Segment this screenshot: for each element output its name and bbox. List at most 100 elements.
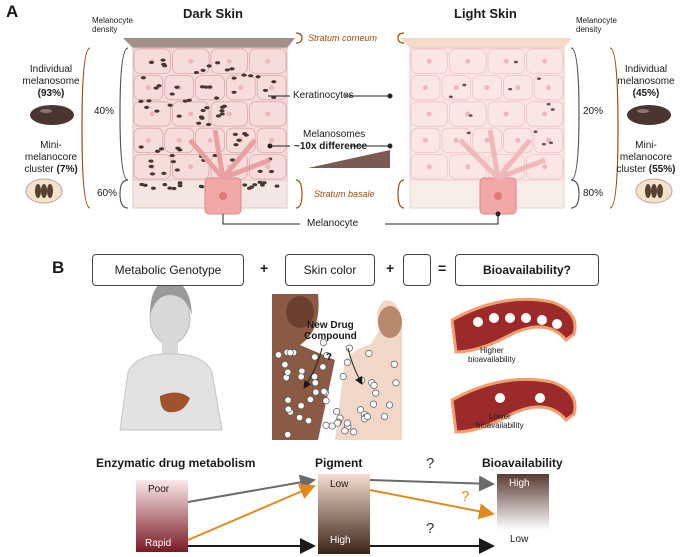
melanosome-dot [156,84,162,88]
keratinocyte-cell [133,127,164,153]
melanosome-dot [215,114,222,118]
drug-dot [319,363,327,371]
melanosome-dot [212,153,218,158]
cell-nucleus [515,85,521,91]
drug-dot [286,349,294,357]
drug-dot [356,406,365,414]
melanosome-icons [25,105,673,204]
melanosome-dot [154,149,161,153]
cell-nucleus [265,111,271,117]
melanosome-dot [177,181,183,185]
drug-dot [343,358,351,367]
plus-2: + [386,260,395,276]
higher-bio-label: Higher bioavailability [468,346,516,364]
cell-nucleus [422,137,428,143]
cell-nucleus [465,58,471,64]
right-individual-label: Individual melanosome (45%) [617,64,675,99]
dark-skin-title: Dark Skin [183,6,243,21]
corneum-bracket-left [295,32,303,44]
stratum-basale-label: Stratum basale [314,189,375,199]
melanosome-dot [169,153,175,158]
keratinocyte-cell [526,48,564,74]
drug-dot [284,368,292,376]
melanosome-dot [255,75,261,79]
melanosome-dot [198,184,204,188]
vessel-higher [450,297,577,354]
melanosome-dot [466,131,471,135]
cell-nucleus [426,111,432,117]
melanosome-dot [224,68,230,72]
drug-dot [296,414,304,422]
melanosome-dot [207,85,213,89]
melanosome-dot [158,147,165,151]
melanosome-dot [196,121,202,125]
light-upper-pct: 20% [583,106,604,117]
pigment-gradient [318,474,370,554]
poor-label: Poor [148,484,170,495]
keratinocyte-cell [172,101,210,127]
keratinocyte-cell [249,101,287,127]
keratinocyte-cell [195,127,225,153]
melanosome-dot [140,76,147,80]
drug-dot [322,397,330,405]
melanosomes-label: Melanosomes [303,129,366,140]
drug-dot [350,428,358,436]
drug-dot [322,421,330,429]
drug-dot [311,353,319,361]
skin-tone-people-illustration [272,294,402,440]
right-individual-melanosome-icon [627,105,671,125]
panel-b-letter: B [52,258,65,277]
rapid-label: Rapid [145,538,172,549]
bio-low-label: Low [510,534,529,545]
keratinocyte-cell [133,101,171,127]
melanosome-dot [213,96,220,100]
keratinocyte-cell [410,127,441,153]
keratinocyte-cell [449,101,487,127]
melanosome-dot [138,145,144,149]
melanosome-dot [513,60,518,64]
cell-nucleus [546,85,552,91]
light-skin-title: Light Skin [454,6,517,21]
enzymatic-title: Enzymatic drug metabolism [96,456,256,470]
keratinocyte-cell [172,48,210,74]
drug-dot [284,431,292,439]
melanosome-dot [193,70,200,75]
keratinocyte-cell [487,101,525,127]
cell-nucleus [265,164,271,170]
bioavailability-title: Bioavailability [482,456,563,470]
drug-dot [304,417,313,425]
melanosome-difference-label: ~10x difference [294,141,368,152]
drug-dot [306,395,314,404]
melanosome-dot [182,99,188,103]
drug-dot [320,387,328,396]
cell-nucleus [145,137,151,143]
melanosome-dot [170,160,177,164]
melanosome-dot [206,122,212,127]
melanosome-dot [171,186,177,191]
cell-nucleus [226,58,232,64]
dark-corneum-layer [123,38,295,48]
equals-sign: = [438,260,447,276]
melanosome-dot [252,183,258,187]
drug-dot [363,413,371,421]
drug-dot [365,349,373,357]
small-question-1: ? [326,352,333,363]
plus-1: + [260,260,269,276]
stratum-corneum-label: Stratum corneum [308,33,378,43]
melanosome-dot [231,76,237,80]
cell-nucleus [265,58,271,64]
drug-dot [333,408,341,416]
melanosome-dot [248,74,254,78]
dark-melanosomes [138,58,277,176]
dark-upper-pct: 40% [94,106,115,117]
keratinocyte-cell [533,127,564,153]
cell-nucleus [422,85,428,91]
drug-dot [319,339,327,347]
melanosome-dot [247,186,252,190]
cell-nucleus [426,58,432,64]
keratinocyte-cell [256,75,287,101]
drug-dot [372,389,380,397]
keratinocyte-cell [256,127,287,153]
melanosome-dot [161,171,167,175]
